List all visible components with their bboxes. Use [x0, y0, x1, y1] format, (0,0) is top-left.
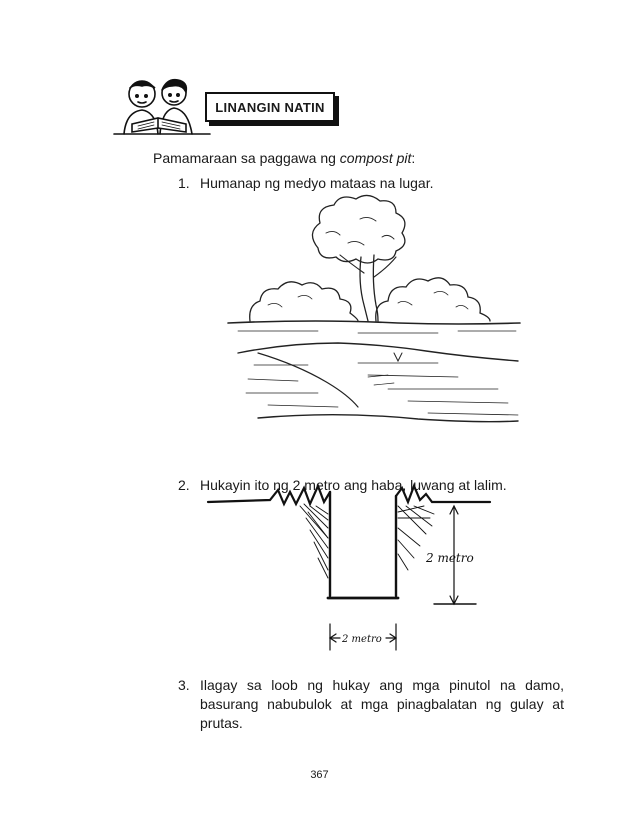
procedure-intro: Pamamaraan sa paggawa ng compost pit:	[153, 150, 415, 166]
reading-children-icon	[112, 76, 212, 136]
page-number: 367	[310, 769, 329, 781]
pit-width-label: 2 metro	[341, 634, 382, 645]
compost-pit-diagram: 2 metro 2 metro	[200, 478, 500, 658]
intro-prefix: Pamamaraan sa paggawa ng	[153, 150, 340, 166]
step-text: Hukayin ito ng 2 metro ang haba, luwang …	[200, 477, 507, 493]
section-header-box: LINANGIN NATIN	[205, 92, 335, 122]
step-text: Ilagay sa loob ng hukay ang mga pinutol …	[200, 677, 564, 731]
section-header-title: LINANGIN NATIN	[215, 99, 325, 115]
step-2: 2. Hukayin ito ng 2 metro ang haba, luwa…	[178, 477, 507, 493]
intro-italic-term: compost pit	[339, 150, 412, 166]
step-number: 3.	[178, 677, 190, 693]
step-1: 1. Humanap ng medyo mataas na lugar.	[178, 175, 433, 191]
step-number: 1.	[178, 175, 190, 191]
pit-depth-label: 2 metro	[425, 551, 474, 565]
step-text: Humanap ng medyo mataas na lugar.	[200, 175, 434, 191]
elevated-land-illustration	[198, 193, 528, 438]
step-3: 3. Ilagay sa loob ng hukay ang mga pinut…	[178, 676, 564, 733]
step-number: 2.	[178, 477, 190, 493]
intro-suffix: :	[411, 150, 416, 166]
